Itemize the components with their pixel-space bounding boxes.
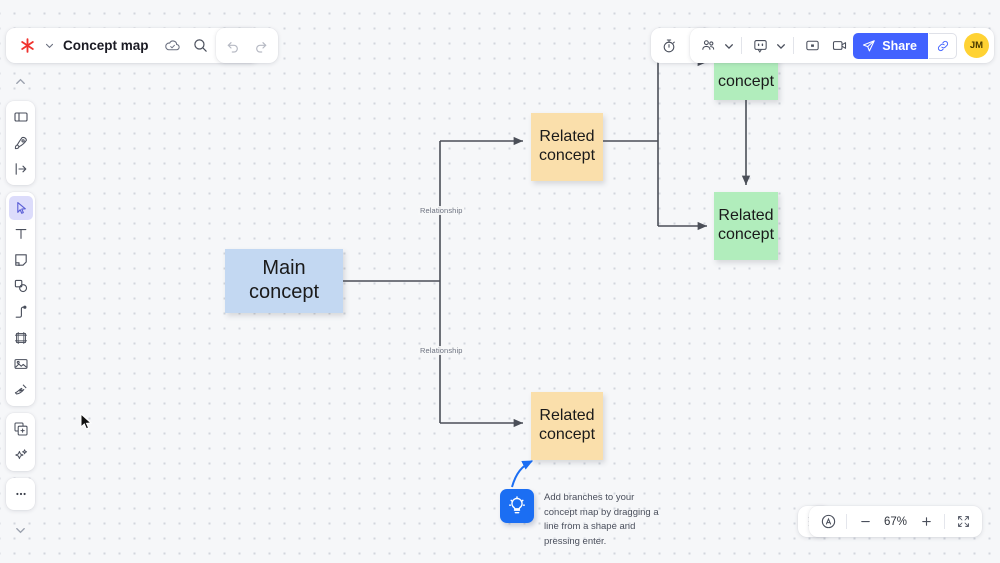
frame-icon[interactable] xyxy=(9,326,33,350)
shapes-icon[interactable] xyxy=(9,274,33,298)
brand-chevron-down-icon[interactable] xyxy=(42,33,56,59)
rail-group-extras xyxy=(6,413,35,471)
edge-label-relationship-bottom[interactable]: Relationship xyxy=(418,346,465,355)
attention-icon[interactable] xyxy=(816,510,840,534)
people-chevron-down-icon[interactable] xyxy=(722,33,736,59)
toolbar-top-right: Share JM xyxy=(690,28,994,63)
copy-link-button[interactable] xyxy=(929,32,957,59)
chevron-up-icon[interactable] xyxy=(9,69,33,93)
toolbar-undo-redo xyxy=(216,28,278,63)
divider xyxy=(741,37,743,54)
node-main-concept[interactable]: Main concept xyxy=(225,249,343,313)
lightbulb-icon xyxy=(500,489,534,523)
connector-icon[interactable] xyxy=(9,300,33,324)
more-icon[interactable] xyxy=(9,482,33,506)
zoom-level[interactable]: 67% xyxy=(883,515,908,528)
share-label: Share xyxy=(882,38,917,53)
divider xyxy=(944,514,945,529)
hint-card: Add branches to your concept map by drag… xyxy=(500,489,670,550)
chevron-down-icon[interactable] xyxy=(9,518,33,542)
left-toolbar xyxy=(6,68,35,550)
zoom-toolbar: 67% xyxy=(809,506,982,537)
edge-label-relationship-top[interactable]: Relationship xyxy=(418,206,465,215)
video-icon[interactable] xyxy=(826,33,852,59)
rocket-icon[interactable] xyxy=(9,131,33,155)
comment-chevron-down-icon[interactable] xyxy=(774,33,788,59)
avatar[interactable]: JM xyxy=(964,33,989,58)
rail-group-views xyxy=(6,101,35,185)
image-icon[interactable] xyxy=(9,352,33,376)
rail-group-tools xyxy=(6,192,35,406)
fit-screen-button[interactable] xyxy=(951,510,975,534)
login-arrow-icon[interactable] xyxy=(9,157,33,181)
present-icon[interactable] xyxy=(799,33,825,59)
hint-text: Add branches to your concept map by drag… xyxy=(544,492,659,548)
timer-icon[interactable] xyxy=(656,33,682,59)
zoom-in-button[interactable] xyxy=(914,510,938,534)
rail-group-more xyxy=(6,478,35,510)
divider xyxy=(793,37,795,54)
link-icon xyxy=(937,40,948,51)
text-icon[interactable] xyxy=(9,222,33,246)
node-related-concept-top[interactable]: Related concept xyxy=(531,113,603,181)
panel-icon[interactable] xyxy=(9,105,33,129)
ai-sparkle-icon[interactable] xyxy=(9,443,33,467)
comment-icon[interactable] xyxy=(747,33,773,59)
document-title[interactable]: Concept map xyxy=(63,38,149,53)
people-icon[interactable] xyxy=(695,33,721,59)
hint-arrow-icon xyxy=(511,460,534,488)
zoom-out-button[interactable] xyxy=(853,510,877,534)
cursor-icon[interactable] xyxy=(8,196,33,220)
templates-icon[interactable] xyxy=(9,417,33,441)
divider xyxy=(846,514,847,529)
node-related-concept-bottom[interactable]: Related concept xyxy=(531,392,603,460)
paper-plane-icon xyxy=(863,39,876,51)
share-button[interactable]: Share xyxy=(853,32,928,59)
redo-icon[interactable] xyxy=(248,33,274,59)
node-green-related-concept[interactable]: Related concept xyxy=(714,192,778,260)
sticky-note-icon[interactable] xyxy=(9,248,33,272)
pen-icon[interactable] xyxy=(9,378,33,402)
rail-collapse-top xyxy=(6,68,35,94)
mouse-pointer-icon xyxy=(80,413,93,430)
undo-icon[interactable] xyxy=(220,33,246,59)
brand-logo-icon[interactable] xyxy=(14,33,40,59)
cloud-saved-icon[interactable] xyxy=(160,33,186,59)
rail-collapse-bottom xyxy=(6,517,35,543)
search-icon[interactable] xyxy=(188,33,214,59)
